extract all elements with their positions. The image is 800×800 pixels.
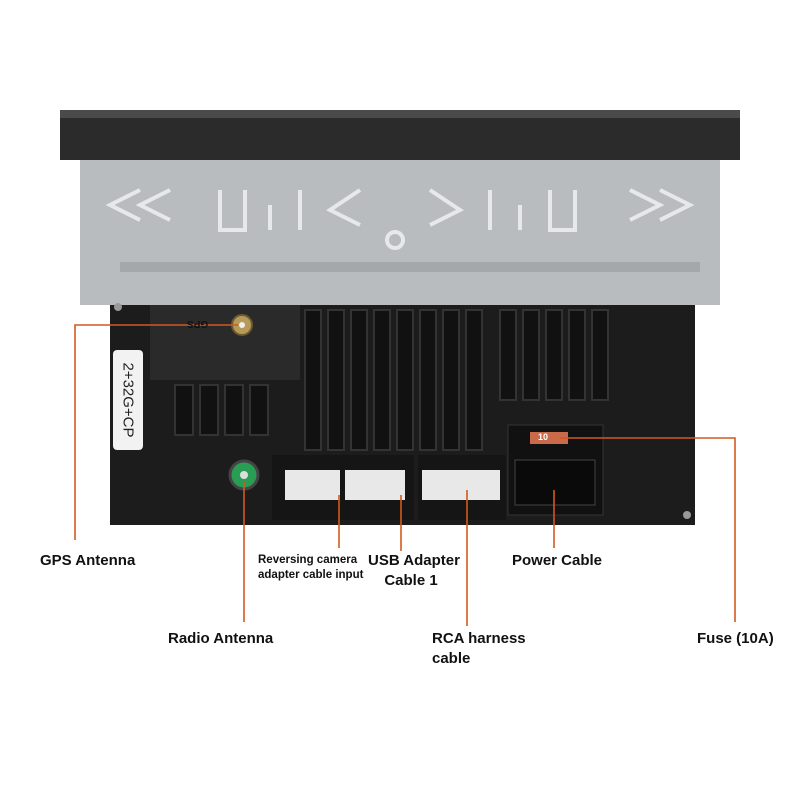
usb-adapter-connector: [345, 470, 405, 500]
label-fuse: Fuse (10A): [697, 630, 774, 647]
fuse: [530, 432, 568, 444]
callout-leader-lines: [74, 324, 736, 626]
heatsink-fins: [174, 309, 609, 451]
rca-harness-connector: [422, 470, 500, 500]
reversing-camera-connector: [285, 470, 340, 500]
label-rca-harness: RCA harness cable: [432, 630, 526, 667]
fuse-marking: 10: [538, 432, 549, 442]
label-usb-adapter: USB Adapter Cable 1: [368, 552, 460, 589]
front-bezel: [60, 110, 740, 160]
memory-spec-sticker: 2+32G+CP: [113, 350, 143, 450]
plate-slots: [105, 188, 695, 250]
gps-port-marking: GPS: [187, 318, 209, 329]
label-power-cable: Power Cable: [512, 552, 603, 569]
label-gps-antenna: GPS Antenna: [40, 552, 136, 569]
label-radio-antenna: Radio Antenna: [168, 630, 274, 647]
label-reversing-camera: Reversing camera adapter cable input: [258, 554, 364, 581]
